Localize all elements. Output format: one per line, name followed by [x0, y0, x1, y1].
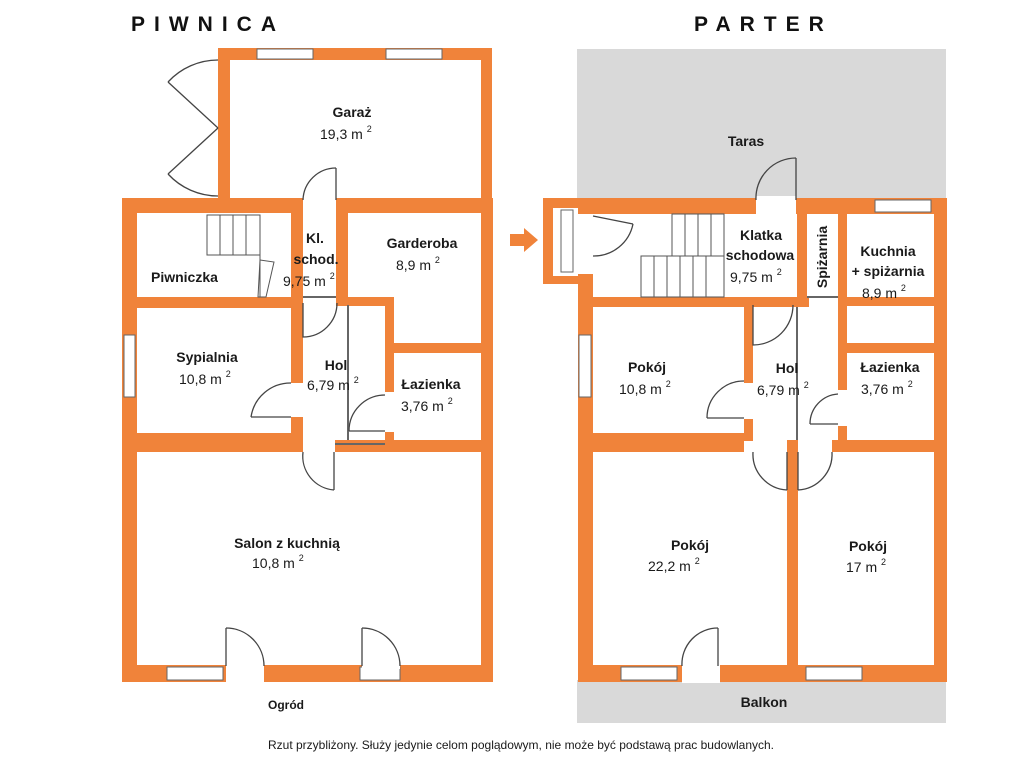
room-name-stairs-2: schod.	[293, 251, 338, 267]
basement-plan: Garaż 19,3 m 2 Kl. schod. 9,75 m 2 Garde…	[122, 48, 493, 712]
room-area-hall-ground: 6,79 m 2	[757, 380, 809, 398]
room-name-bathroom: Łazienka	[401, 376, 460, 392]
room-area-bathroom: 3,76 m 2	[401, 396, 453, 414]
room-area-bathroom-ground: 3,76 m 2	[861, 379, 913, 397]
room-area-staircase: 9,75 m 2	[730, 267, 782, 285]
disclaimer-note: Rzut przybliżony. Służy jedynie celom po…	[268, 738, 774, 752]
room-name-hall-ground: Hol	[776, 360, 799, 376]
room-area-room-b: 22,2 m 2	[648, 556, 700, 574]
label-terrace: Taras	[728, 133, 765, 149]
room-name-room-b: Pokój	[671, 537, 709, 553]
room-name-cellar: Piwniczka	[151, 269, 218, 285]
terrace-area	[577, 49, 946, 199]
arrow-right-icon	[510, 228, 538, 252]
room-area-living: 10,8 m 2	[252, 553, 304, 571]
room-area-wardrobe: 8,9 m 2	[396, 255, 440, 273]
room-name-room-a: Pokój	[628, 359, 666, 375]
ground-floor-plan: Taras Klatka schodowa 9,75 m 2 Spiżarnia…	[543, 49, 947, 723]
header-ground-floor: PARTER	[694, 13, 833, 36]
basement-walls	[122, 48, 493, 682]
garage-door-icon	[167, 59, 219, 197]
room-name-hall: Hol	[325, 357, 348, 373]
ground-floor-doors	[576, 157, 849, 683]
basement-windows	[123, 48, 443, 681]
room-name-kitchen-1: Kuchnia	[860, 243, 915, 259]
room-name-wardrobe: Garderoba	[387, 235, 458, 251]
basement-doors	[225, 167, 401, 683]
room-name-bedroom: Sypialnia	[176, 349, 238, 365]
ground-floor-windows	[560, 199, 932, 681]
room-area-kitchen: 8,9 m 2	[862, 283, 906, 301]
room-area-stairs: 9,75 m 2	[283, 271, 335, 289]
header-basement: PIWNICA	[131, 13, 285, 36]
room-name-bathroom-ground: Łazienka	[860, 359, 919, 375]
room-area-garage: 19,3 m 2	[320, 124, 372, 142]
ground-floor-labels: Taras Klatka schodowa 9,75 m 2 Spiżarnia…	[619, 133, 925, 710]
basement-stairs-icon	[206, 214, 275, 298]
room-name-staircase-2: schodowa	[726, 247, 795, 263]
balcony-area	[577, 680, 946, 723]
room-area-room-a: 10,8 m 2	[619, 379, 671, 397]
room-name-staircase-1: Klatka	[740, 227, 782, 243]
room-name-garage: Garaż	[333, 104, 372, 120]
room-area-room-c: 17 m 2	[846, 557, 886, 575]
room-area-bedroom: 10,8 m 2	[179, 369, 231, 387]
ground-floor-stairs-icon	[640, 213, 725, 298]
basement-labels: Garaż 19,3 m 2 Kl. schod. 9,75 m 2 Garde…	[151, 104, 461, 712]
room-area-hall: 6,79 m 2	[307, 375, 359, 393]
room-name-kitchen-2: + spiżarnia	[852, 263, 925, 279]
label-balcony: Balkon	[741, 694, 788, 710]
label-garden: Ogród	[268, 698, 304, 712]
room-name-stairs-1: Kl.	[306, 230, 324, 246]
room-name-living: Salon z kuchnią	[234, 535, 340, 551]
room-name-pantry: Spiżarnia	[814, 226, 830, 288]
room-name-room-c: Pokój	[849, 538, 887, 554]
